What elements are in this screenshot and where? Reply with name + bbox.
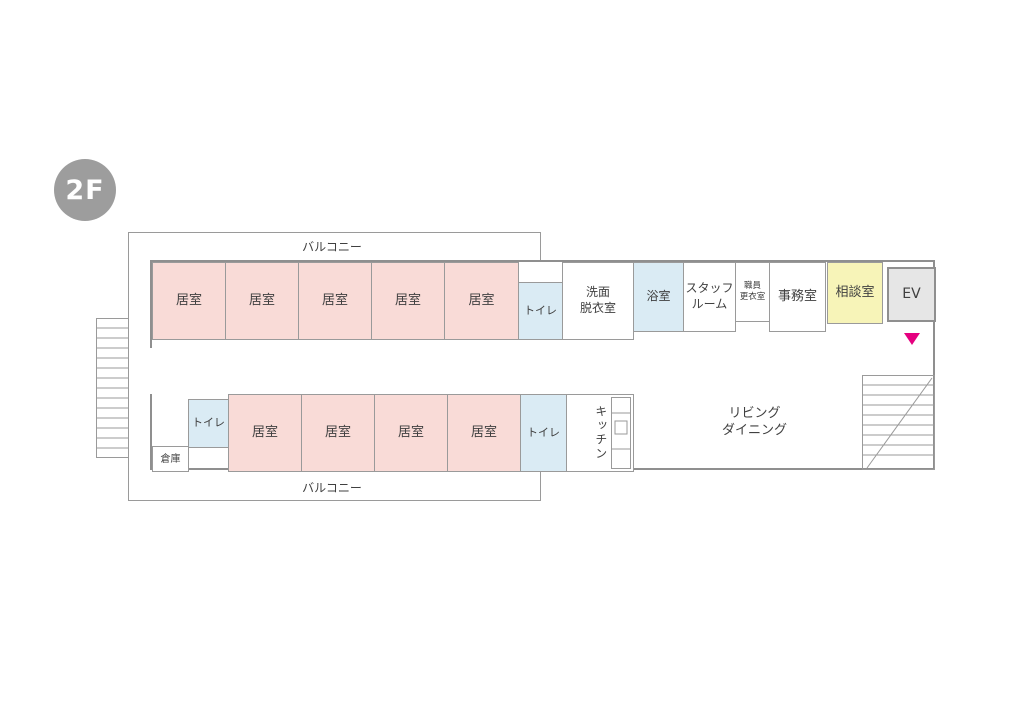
corridor-wall-opening	[150, 348, 154, 394]
residence-room-3: 居室	[298, 262, 372, 340]
toilet-lower-left: トイレ	[188, 399, 229, 448]
residence-room-5-label: 居室	[468, 292, 495, 308]
residence-room-2-label: 居室	[248, 292, 275, 308]
staff-changing-room-label: 職員 更衣室	[739, 281, 766, 302]
elevator-label: EV	[902, 286, 921, 303]
residence-room-6: 居室	[228, 394, 302, 472]
residence-room-4-label: 居室	[394, 292, 421, 308]
residence-room-3-label: 居室	[321, 292, 348, 308]
staff-room: スタッフ ルーム	[683, 262, 736, 332]
residence-room-8-label: 居室	[397, 424, 424, 440]
office-label: 事務室	[777, 288, 817, 304]
staff-room-label: スタッフ ルーム	[685, 281, 734, 311]
residence-room-5: 居室	[444, 262, 519, 340]
residence-room-1-label: 居室	[175, 292, 202, 308]
exterior-stairs	[96, 318, 129, 458]
balcony-bottom-label: バルコニー	[302, 481, 362, 495]
living-dining-area: リビング ダイニング	[697, 402, 812, 444]
bathroom: 浴室	[633, 262, 684, 332]
residence-room-6-label: 居室	[251, 424, 278, 440]
residence-room-2: 居室	[225, 262, 299, 340]
consultation-room: 相談室	[827, 262, 883, 324]
building-outline: 居室 居室 居室 居室 居室 トイレ 洗面 脱衣室 浴室 スタッフ ルーム 職員…	[150, 260, 936, 472]
kitchen-label: キッチン	[593, 405, 608, 461]
balcony-top-label: バルコニー	[302, 240, 362, 254]
interior-stairs	[862, 375, 935, 470]
elevator: EV	[887, 267, 936, 322]
residence-room-7: 居室	[301, 394, 375, 472]
toilet-upper-label: トイレ	[524, 303, 557, 317]
toilet-upper: トイレ	[518, 282, 563, 340]
residence-room-1: 居室	[152, 262, 226, 340]
office: 事務室	[769, 262, 826, 332]
storage-room: 倉庫	[152, 446, 189, 472]
residence-room-9: 居室	[447, 394, 521, 472]
kitchen-counter-icon	[611, 397, 631, 469]
elevator-marker-icon	[904, 333, 920, 345]
residence-room-4: 居室	[371, 262, 445, 340]
toilet-lower-right: トイレ	[520, 394, 567, 472]
washroom-label: 洗面 脱衣室	[579, 285, 616, 315]
kitchen: キッチン	[566, 394, 634, 472]
consultation-room-label: 相談室	[835, 284, 875, 300]
bathroom-label: 浴室	[646, 289, 671, 304]
floor-badge: 2F	[54, 159, 116, 221]
living-dining-label: リビング ダイニング	[721, 406, 787, 438]
staff-changing-room: 職員 更衣室	[735, 262, 770, 322]
residence-room-8: 居室	[374, 394, 448, 472]
residence-room-7-label: 居室	[324, 424, 351, 440]
floor-badge-label: 2F	[65, 174, 105, 206]
toilet-lower-right-label: トイレ	[527, 425, 560, 439]
toilet-lower-left-label: トイレ	[192, 416, 225, 430]
washroom: 洗面 脱衣室	[562, 262, 634, 340]
residence-room-9-label: 居室	[470, 424, 497, 440]
storage-room-label: 倉庫	[160, 453, 181, 465]
